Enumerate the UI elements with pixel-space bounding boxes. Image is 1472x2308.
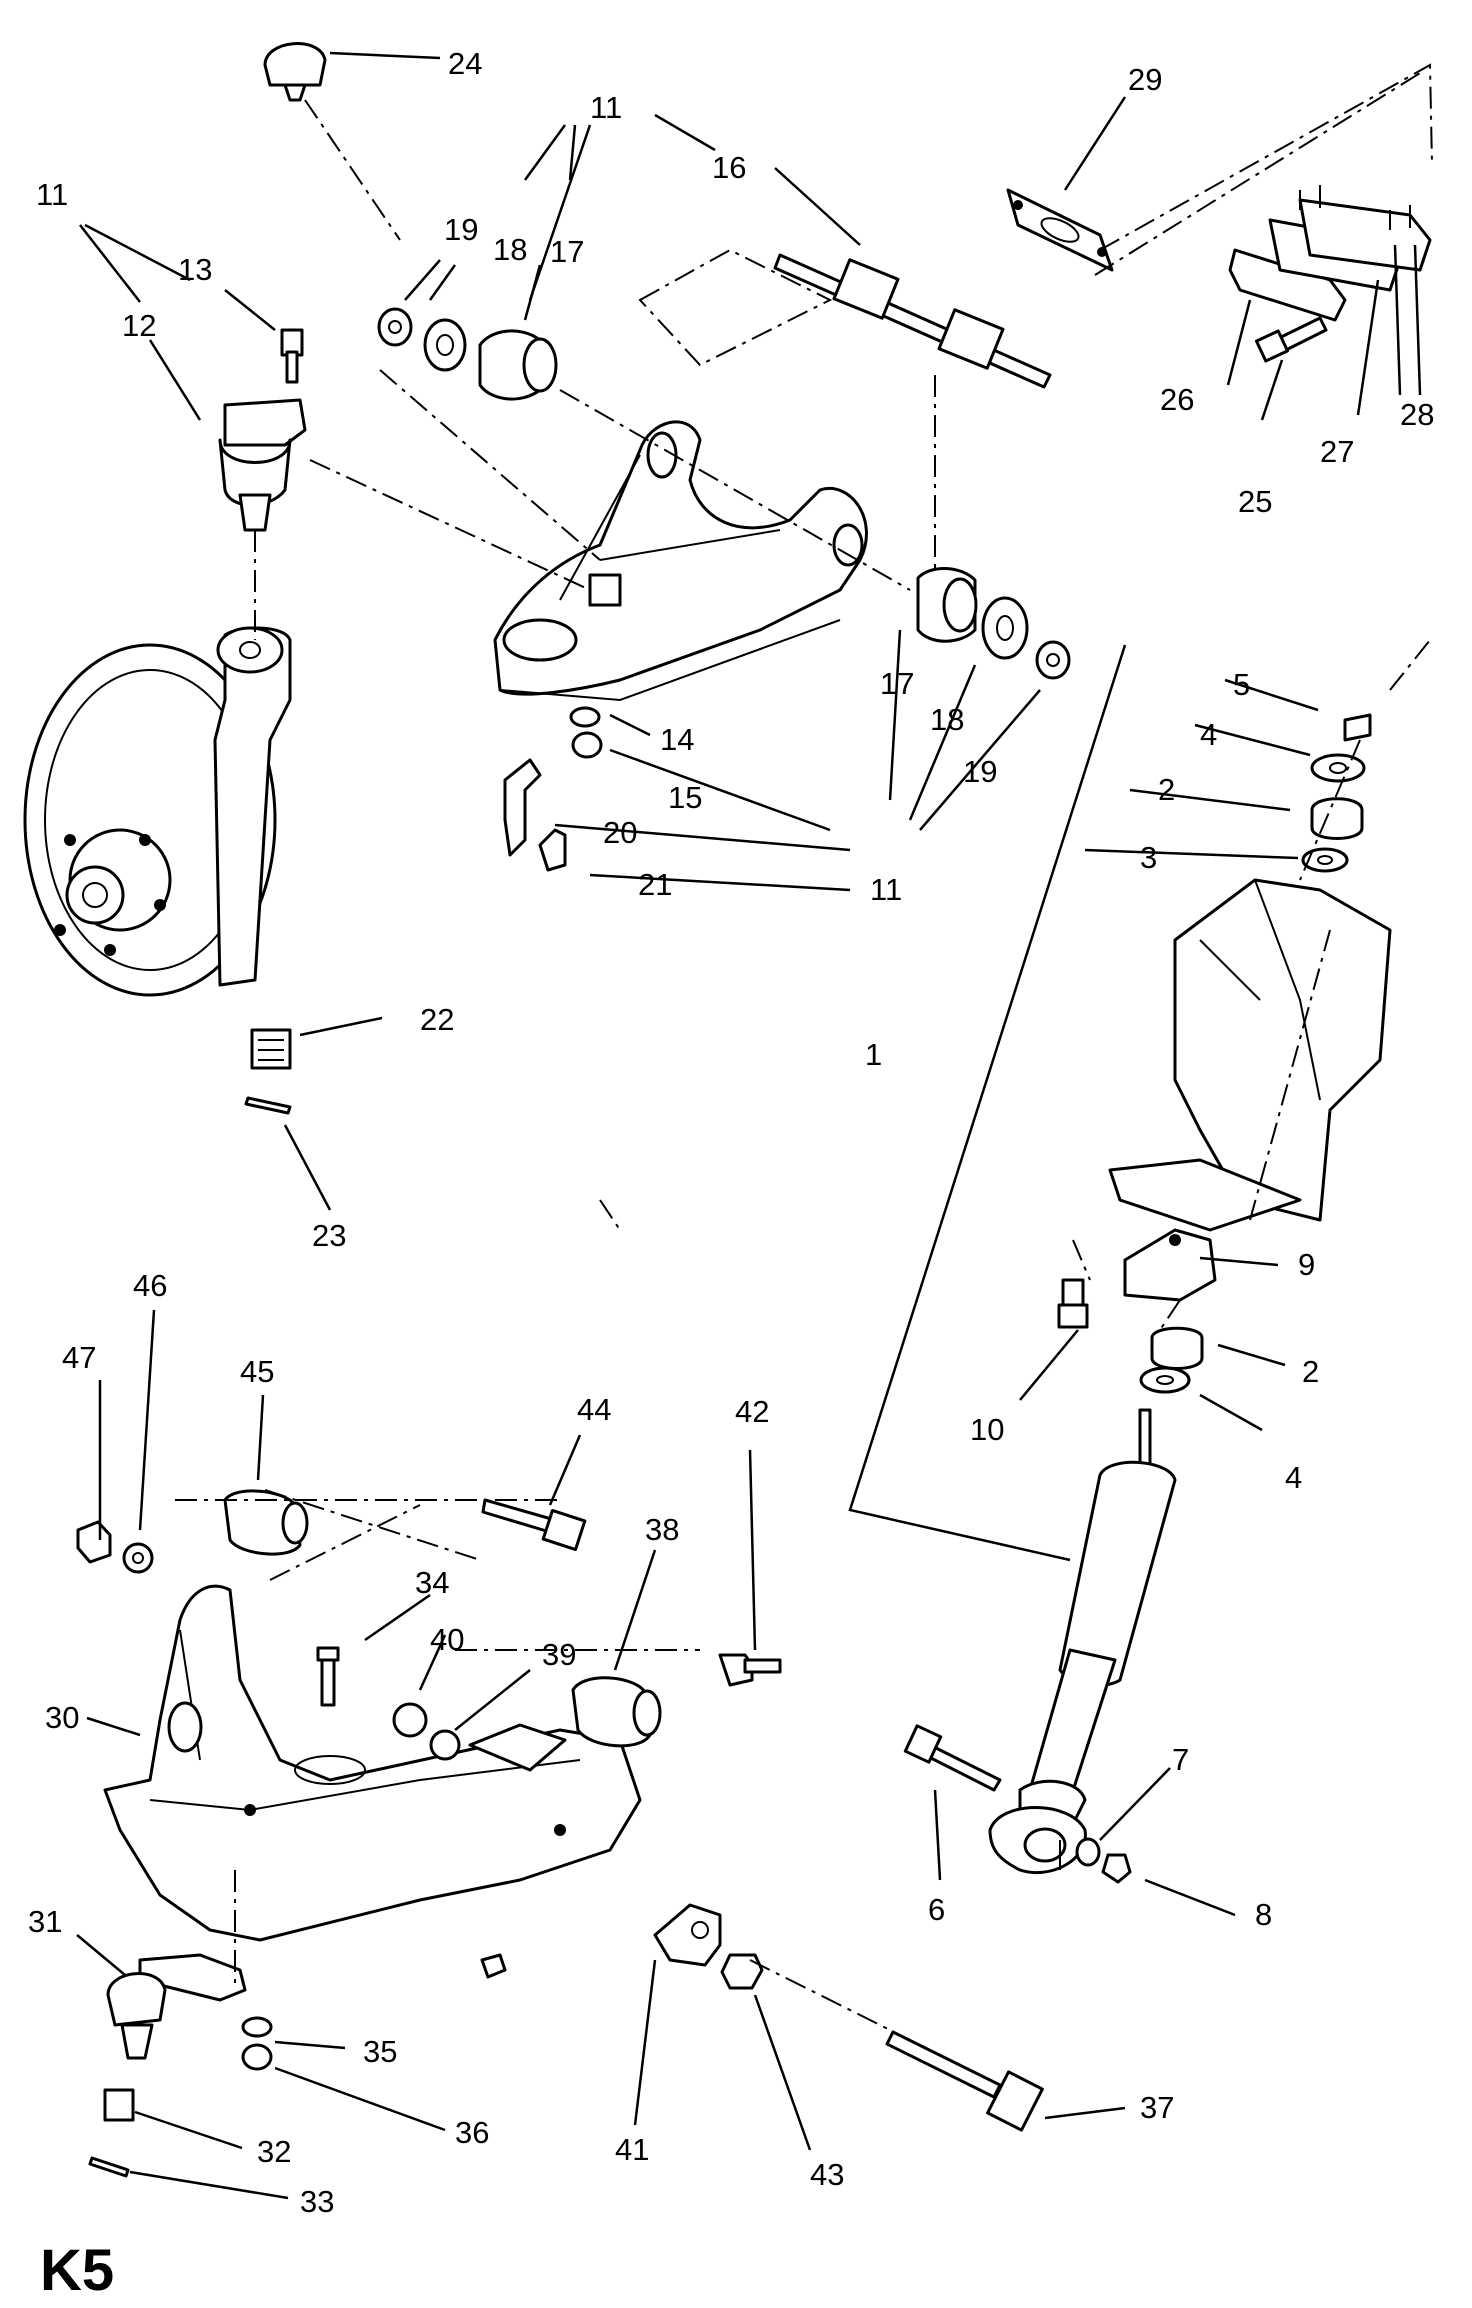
label-28: 28: [1400, 397, 1434, 432]
shock-tower: [1108, 878, 1392, 1302]
label-14: 14: [660, 722, 694, 757]
label-32: 32: [257, 2134, 291, 2169]
label-27: 27: [1320, 434, 1354, 469]
upper-arm-bushings-rear: [916, 567, 1071, 680]
label-2-upper: 2: [1158, 772, 1175, 807]
assembly-lines: [175, 63, 1433, 2031]
steering-knuckle-rotor: [23, 626, 292, 997]
label-43: 43: [810, 2157, 844, 2192]
label-29: 29: [1128, 62, 1162, 97]
label-39: 39: [542, 1637, 576, 1672]
label-30: 30: [45, 1700, 79, 1735]
label-11-top: 11: [590, 90, 622, 125]
upper-pivot-shaft: [638, 248, 1052, 389]
label-10: 10: [970, 1412, 1004, 1447]
label-19-upper: 19: [444, 212, 478, 247]
label-25: 25: [1238, 484, 1272, 519]
castle-nut-cotter-pin: [244, 1028, 292, 1115]
label-35: 35: [363, 2034, 397, 2069]
label-17-upper: 17: [550, 234, 584, 269]
label-34: 34: [415, 1565, 449, 1600]
label-36: 36: [455, 2115, 489, 2150]
label-9: 9: [1298, 1247, 1315, 1282]
label-2-lower: 2: [1302, 1354, 1319, 1389]
label-16: 16: [712, 150, 746, 185]
figure-id: K5: [40, 2238, 114, 2303]
ball-joint-cap: [263, 42, 327, 102]
label-19-lower: 19: [963, 754, 997, 789]
label-4-lower: 4: [1285, 1460, 1302, 1495]
label-13: 13: [178, 252, 212, 287]
shock-bolt-nut: [903, 1724, 1132, 1884]
lower-bushing-rear: [571, 1676, 662, 1748]
label-23: 23: [312, 1218, 346, 1253]
label-38: 38: [645, 1512, 679, 1547]
label-4-upper: 4: [1200, 717, 1217, 752]
shim-plate: [1006, 188, 1114, 272]
label-5: 5: [1233, 667, 1250, 702]
upper-control-arm: [493, 420, 868, 702]
label-6: 6: [928, 1892, 945, 1927]
long-pivot-bolt: [885, 2030, 1044, 2132]
label-11-mid: 11: [870, 872, 902, 907]
label-20: 20: [603, 815, 637, 850]
label-40: 40: [430, 1622, 464, 1657]
label-3: 3: [1140, 840, 1157, 875]
label-46: 46: [133, 1268, 167, 1303]
shock-absorber: [988, 1408, 1177, 1875]
label-21: 21: [638, 867, 672, 902]
label-42: 42: [735, 1394, 769, 1429]
label-7: 7: [1172, 1742, 1189, 1777]
label-31: 31: [28, 1904, 62, 1939]
label-12: 12: [122, 308, 156, 343]
lower-arm-hardware: [76, 1498, 782, 1979]
label-45: 45: [240, 1354, 274, 1389]
label-1: 1: [865, 1037, 882, 1072]
label-17-lower: 17: [880, 666, 914, 701]
bumper-bracket-hardware: [503, 706, 603, 872]
lower-control-arm: [103, 1584, 642, 1942]
label-47: 47: [62, 1340, 96, 1375]
upper-ball-joint: [218, 328, 307, 532]
label-41: 41: [615, 2132, 649, 2167]
alignment-shims: [1228, 185, 1432, 363]
shock-assembly-bracket: [848, 644, 1127, 1562]
label-22: 22: [420, 1002, 454, 1037]
upper-arm-bushings-front: [377, 307, 558, 401]
label-8: 8: [1255, 1897, 1272, 1932]
shock-upper-hardware: [1301, 713, 1372, 873]
label-24: 24: [448, 46, 482, 81]
lower-ball-joint: [88, 1953, 273, 2178]
label-18-lower: 18: [930, 702, 964, 737]
label-33: 33: [300, 2184, 334, 2219]
label-11-left: 11: [36, 177, 68, 212]
label-18-upper: 18: [493, 232, 527, 267]
part-labels: 24 11 16 29 11 13 12 19 18 17 26 25 27 2…: [28, 46, 1434, 2303]
stabilizer-link: [653, 1903, 764, 1990]
leader-lines: [76, 51, 1422, 2200]
lower-bushing-front: [223, 1489, 309, 1556]
shock-lower-hardware: [1057, 1278, 1204, 1394]
label-15: 15: [668, 780, 702, 815]
label-44: 44: [577, 1392, 611, 1427]
label-26: 26: [1160, 382, 1194, 417]
label-37: 37: [1140, 2090, 1174, 2125]
